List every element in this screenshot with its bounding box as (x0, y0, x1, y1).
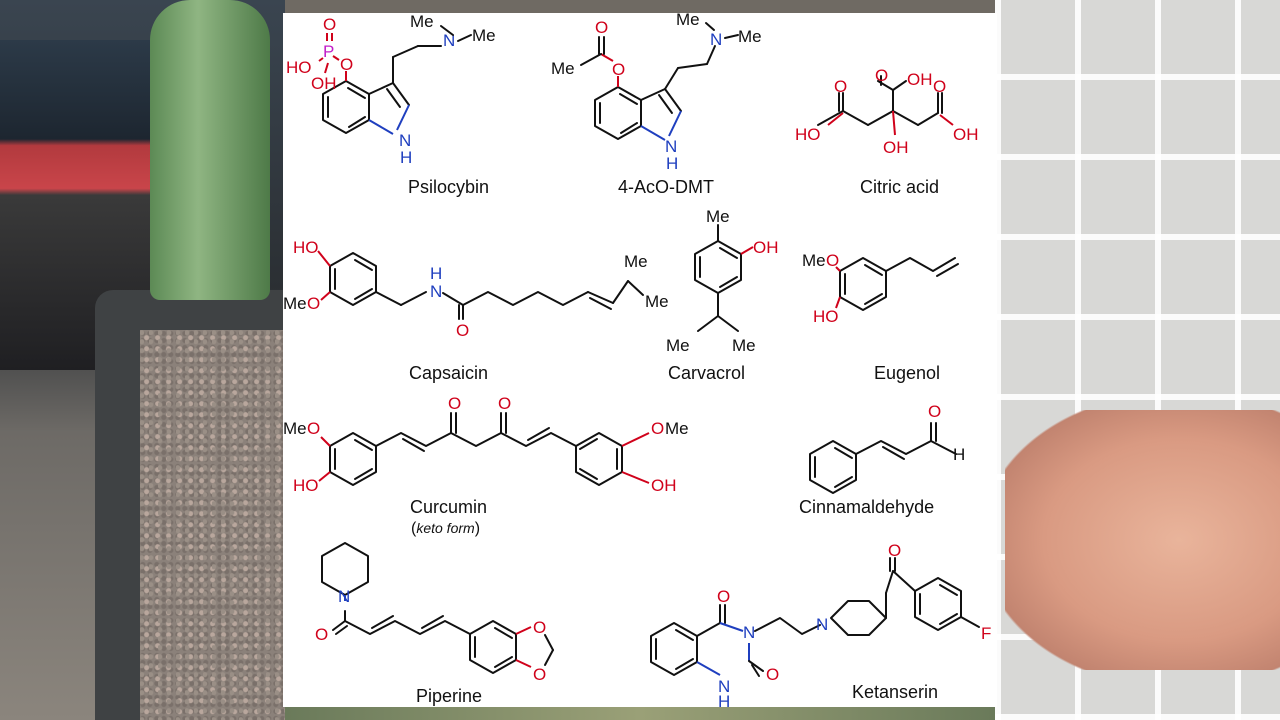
svg-text:HO: HO (813, 307, 839, 326)
svg-text:O: O (533, 618, 546, 637)
svg-text:O: O (826, 251, 839, 270)
curcumin-structure: Me O HO O O O Me OH (283, 394, 689, 495)
structures-canvas: N H N Me Me O P O HO OH (283, 13, 991, 707)
svg-text:N: N (816, 615, 828, 634)
cinnamaldehyde-structure: O H (809, 402, 965, 494)
svg-text:Me: Me (676, 13, 700, 29)
svg-text:O: O (315, 625, 328, 644)
svg-text:P: P (323, 42, 334, 61)
svg-text:Me: Me (283, 419, 307, 438)
svg-text:O: O (340, 55, 353, 74)
svg-text:O: O (323, 15, 336, 34)
svg-text:Me: Me (732, 336, 756, 355)
svg-text:Me: Me (802, 251, 826, 270)
4-aco-dmt-structure: N H N Me Me O Me O (551, 13, 762, 173)
svg-text:Me: Me (624, 252, 648, 271)
label-ketanserin: Ketanserin (852, 682, 939, 702)
svg-text:Me: Me (706, 207, 730, 226)
label-cinnamaldehyde: Cinnamaldehyde (799, 497, 935, 517)
svg-text:O: O (651, 419, 664, 438)
svg-text:O: O (612, 60, 625, 79)
capsaicin-structure: HO Me O N H O Me Me (283, 238, 669, 340)
svg-text:Me: Me (666, 336, 690, 355)
svg-text:HO: HO (286, 58, 312, 77)
psilocybin-structure: N H N Me Me O P O HO OH (286, 13, 496, 167)
svg-text:HO: HO (293, 476, 319, 495)
svg-text:O: O (933, 77, 946, 96)
label-curcumin: Curcumin (410, 497, 488, 517)
label-capsaicin: Capsaicin (409, 363, 489, 383)
background-cactus (150, 0, 270, 300)
label-citric-acid: Citric acid (860, 177, 940, 197)
svg-text:H: H (666, 154, 678, 173)
svg-text:O: O (533, 665, 546, 684)
svg-text:O: O (456, 321, 469, 340)
svg-text:N: N (718, 677, 730, 696)
svg-text:OH: OH (883, 138, 909, 157)
label-4-aco-dmt: 4-AcO-DMT (618, 177, 714, 197)
label-curcumin-note: (keto form) (411, 520, 481, 537)
label-eugenol: Eugenol (874, 363, 941, 383)
svg-text:O: O (595, 18, 608, 37)
molecule-slide: N H N Me Me O P O HO OH (283, 13, 997, 707)
svg-text:Me: Me (738, 27, 762, 46)
carvacrol-structure: Me OH Me Me (666, 207, 779, 355)
svg-text:N: N (399, 131, 411, 150)
svg-text:H: H (718, 692, 730, 707)
svg-text:HO: HO (293, 238, 319, 257)
svg-text:OH: OH (651, 476, 677, 495)
label-carvacrol: Carvacrol (668, 363, 746, 383)
svg-text:OH: OH (311, 74, 337, 93)
citric-acid-structure: O HO O OH OH O OH (795, 66, 979, 157)
svg-text:O: O (448, 394, 461, 413)
eugenol-structure: Me O HO (802, 251, 959, 326)
background-hand (1005, 410, 1280, 670)
svg-text:OH: OH (753, 238, 779, 257)
svg-text:N: N (443, 31, 455, 50)
svg-text:O: O (834, 77, 847, 96)
background-bottom-plants (285, 705, 995, 720)
label-piperine: Piperine (416, 686, 483, 706)
svg-text:N: N (430, 282, 442, 301)
svg-text:H: H (400, 148, 412, 167)
svg-text:O: O (875, 66, 888, 85)
svg-text:N: N (665, 137, 677, 156)
svg-text:H: H (953, 445, 965, 464)
svg-text:Me: Me (665, 419, 689, 438)
svg-text:OH: OH (953, 125, 979, 144)
svg-text:N: N (743, 623, 755, 642)
label-psilocybin: Psilocybin (408, 177, 490, 197)
background-gravel (140, 330, 285, 720)
svg-text:O: O (928, 402, 941, 421)
svg-text:O: O (307, 419, 320, 438)
svg-text:Me: Me (283, 294, 307, 313)
svg-text:O: O (307, 294, 320, 313)
svg-text:Me: Me (645, 292, 669, 311)
svg-text:O: O (766, 665, 779, 684)
svg-text:F: F (981, 624, 991, 643)
svg-text:O: O (888, 541, 901, 560)
svg-text:N: N (710, 30, 722, 49)
svg-text:HO: HO (795, 125, 821, 144)
svg-text:O: O (717, 587, 730, 606)
ketanserin-structure: O N O N H N O F (650, 541, 991, 707)
svg-text:H: H (430, 264, 442, 283)
svg-text:Me: Me (472, 26, 496, 45)
svg-text:Me: Me (551, 59, 575, 78)
piperine-structure: N O O O (315, 542, 554, 684)
svg-text:N: N (338, 587, 350, 606)
svg-text:OH: OH (907, 70, 933, 89)
svg-text:O: O (498, 394, 511, 413)
svg-text:Me: Me (410, 13, 434, 31)
